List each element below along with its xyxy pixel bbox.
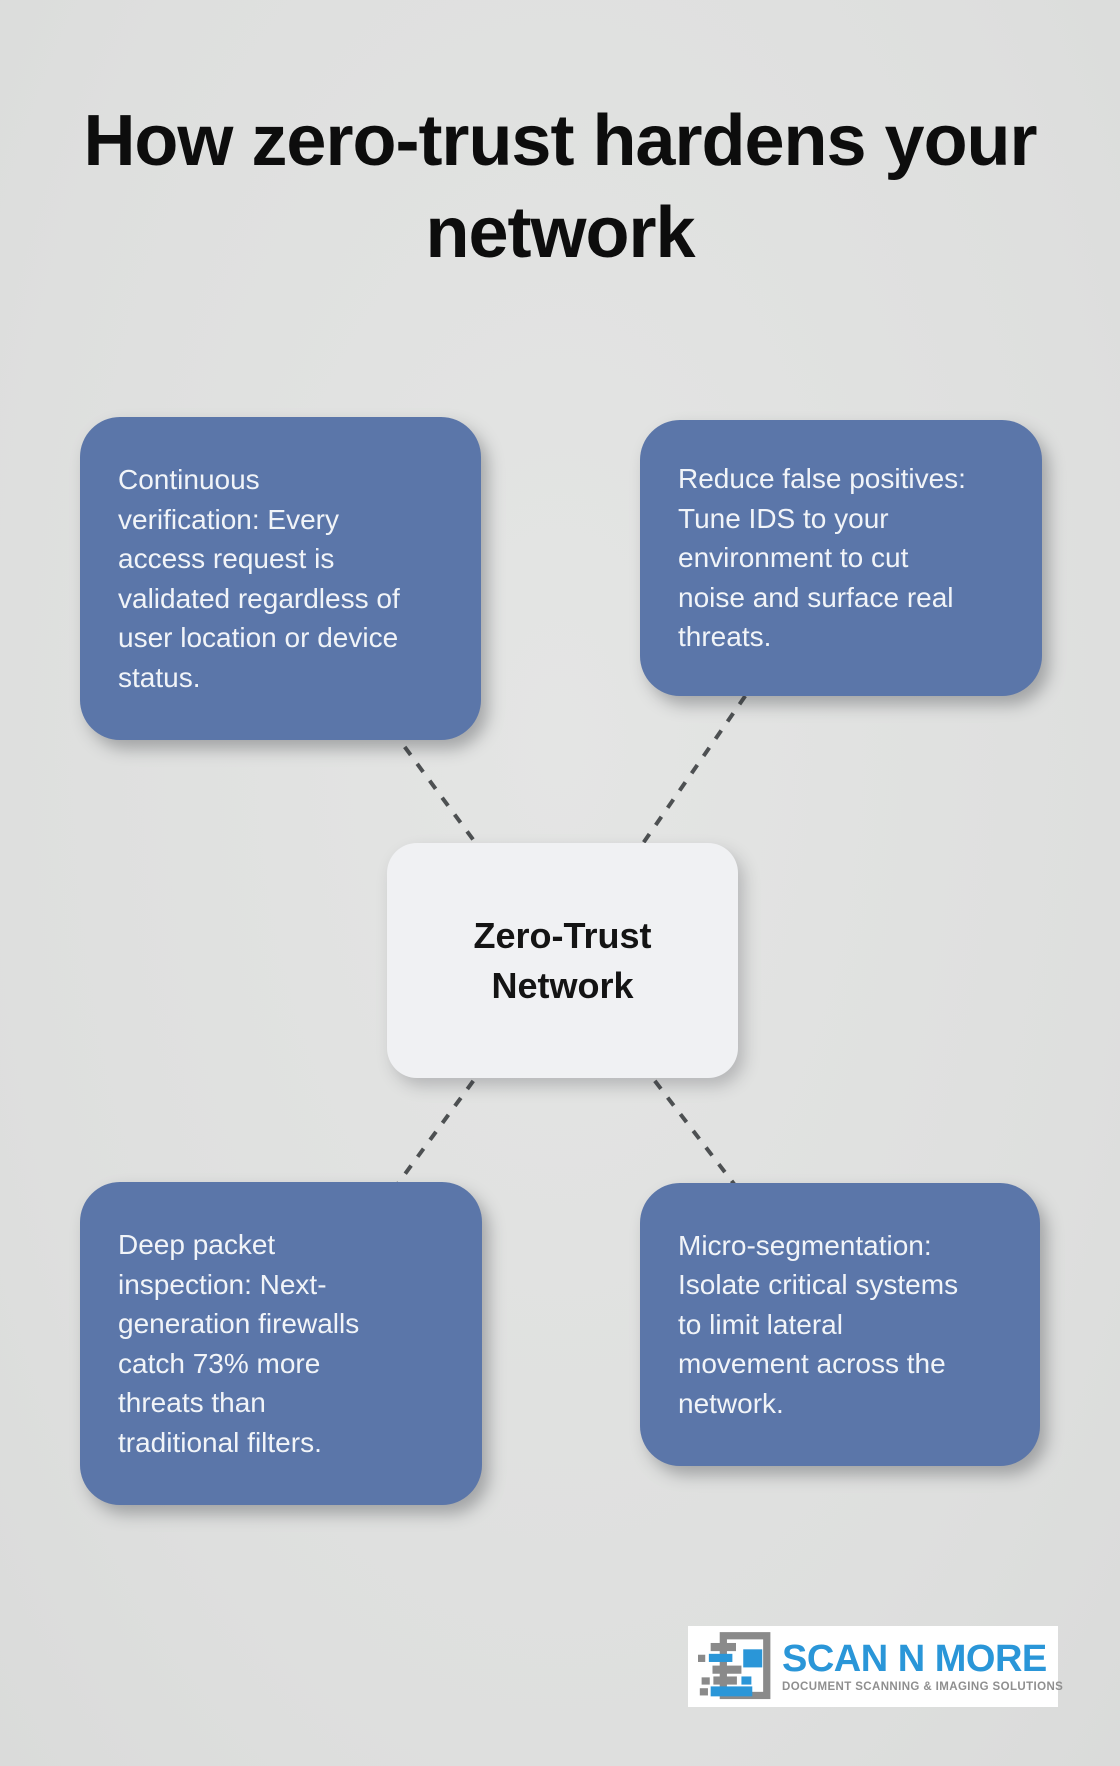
info-card-bottom-left: Deep packet inspection: Next- generation…	[80, 1182, 482, 1505]
info-card-text: Micro-segmentation: Isolate critical sys…	[678, 1229, 959, 1419]
center-node: Zero-Trust Network	[387, 843, 738, 1078]
info-card-top-right: Reduce false positives: Tune IDS to your…	[640, 420, 1042, 696]
brand-logo: SCAN N MORE DOCUMENT SCANNING & IMAGING …	[688, 1626, 1063, 1707]
page-title: How zero-trust hardens your network	[83, 101, 1037, 273]
info-card-text: Continuous verification: Every access re…	[118, 464, 400, 693]
center-node-label: Zero-Trust Network	[473, 914, 652, 1006]
brand-tagline: DOCUMENT SCANNING & IMAGING SOLUTIONS	[782, 1681, 1064, 1693]
info-card-text: Reduce false positives: Tune IDS to your…	[678, 463, 966, 653]
brand-name: SCAN N MORE	[782, 1638, 1047, 1680]
connector-line-bottom-left	[279, 958, 564, 1345]
info-card-bottom-right: Micro-segmentation: Isolate critical sys…	[640, 1183, 1040, 1466]
info-card-text: Deep packet inspection: Next- generation…	[118, 1229, 360, 1458]
connector-line-top-left	[278, 576, 564, 962]
info-card-top-left: Continuous verification: Every access re…	[80, 417, 481, 740]
document-scanner-icon	[698, 1632, 771, 1700]
brand-text-block: SCAN N MORE DOCUMENT SCANNING & IMAGING …	[782, 1640, 1063, 1693]
